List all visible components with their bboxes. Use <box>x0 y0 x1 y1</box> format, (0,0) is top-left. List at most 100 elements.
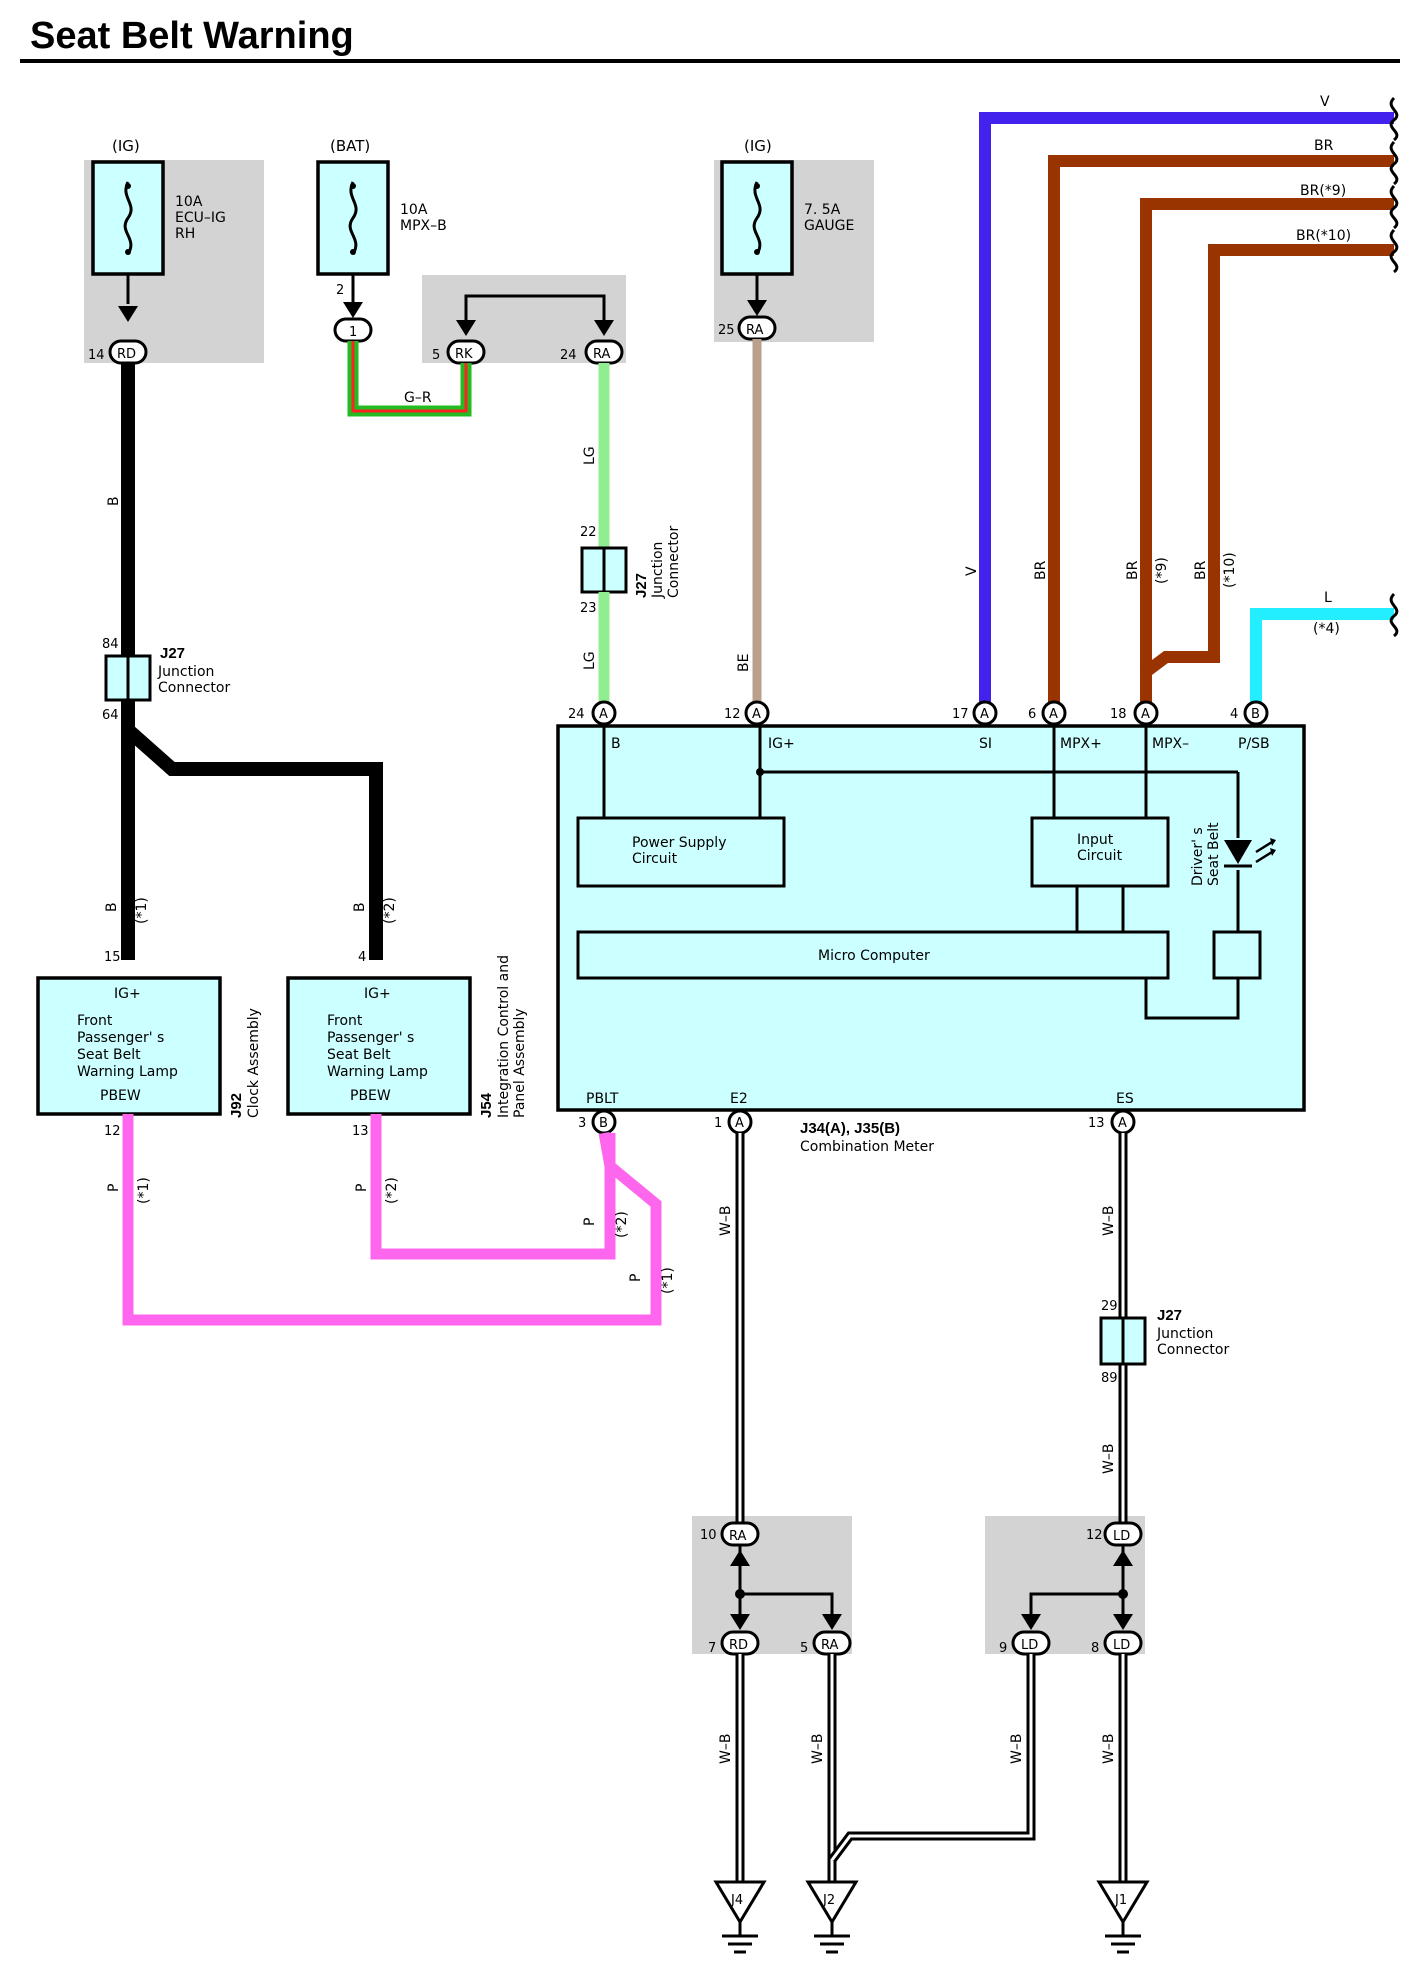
svg-text:B: B <box>599 1116 608 1131</box>
junction-j27-mid-id: J27 <box>633 573 650 598</box>
wire-v <box>979 112 1394 706</box>
lamp-panel-pbew: PBEW <box>350 1088 391 1104</box>
wire-w-b-label-4: W–B <box>718 1734 734 1764</box>
wire-p-label-4: P <box>628 1274 644 1282</box>
wire-br-label: BR <box>1033 560 1049 580</box>
lamp-clock-pbew: PBEW <box>100 1088 141 1104</box>
lamp-clock-name: Clock Assembly <box>246 1008 262 1118</box>
arrow-icon <box>730 1550 750 1566</box>
ground-j4-label: J4 <box>730 1893 743 1908</box>
junction-j27-mid-line1: Junction <box>650 542 666 599</box>
conn-84-label: 84 <box>102 637 119 652</box>
lamp-panel-name2: Panel Assembly <box>512 1008 528 1118</box>
ground-j1-icon <box>1096 1880 1150 1954</box>
conn-29-label: 29 <box>1101 1299 1118 1314</box>
wire-b-to-panel <box>123 724 383 960</box>
svg-text:A: A <box>1049 707 1058 722</box>
input-circuit-label-2: Circuit <box>1077 848 1123 864</box>
wire-break-icons <box>1389 96 1399 638</box>
conn-8-label: 8 <box>1091 1641 1099 1656</box>
conn-22-label: 22 <box>580 525 597 540</box>
lamp-panel-name1: Integration Control and <box>496 955 512 1118</box>
lamp-clock-id: J92 <box>228 1093 245 1118</box>
fuse-gauge-icon <box>752 181 762 255</box>
wire-p-note-4: (*1) <box>660 1267 676 1294</box>
conn-5b-label: 5 <box>800 1641 808 1656</box>
fuse-gauge-supply: (IG) <box>744 137 772 155</box>
micro-computer-label: Micro Computer <box>818 948 930 964</box>
wire-note-9: (*9) <box>1154 557 1170 584</box>
wire-p-note-1: (*1) <box>136 1177 152 1204</box>
wire-br9-label-top: BR(*9) <box>1300 183 1346 199</box>
conn-ra4-label: RA <box>821 1638 839 1653</box>
conn-2-label: 2 <box>336 283 344 298</box>
wire-br10-label: BR <box>1193 560 1209 580</box>
meter-ids: J34(A), J35(B) <box>800 1120 900 1137</box>
wire-w-b-label-3: W–B <box>1101 1444 1117 1474</box>
wire-note-2: (*2) <box>382 897 398 924</box>
conn-ra2-label: RA <box>746 323 764 338</box>
conn-rd-label: RD <box>117 347 136 362</box>
meter-pin-e2: E2 <box>730 1091 748 1107</box>
conn-15-label: 15 <box>104 950 121 965</box>
lamp-panel-line1: Front <box>327 1013 363 1029</box>
wire-br-label-top: BR <box>1314 138 1334 154</box>
driver-label-1: Driver' s <box>1190 827 1206 886</box>
driver-lamp-driver <box>1212 930 1262 980</box>
svg-text:A: A <box>1118 1116 1127 1131</box>
conn-rk-label: RK <box>455 347 473 362</box>
junction-j27-left-line2: Connector <box>158 680 230 696</box>
ground-j2-label: J2 <box>822 1893 835 1908</box>
svg-text:A: A <box>752 707 761 722</box>
wire-w-b-label-1: W–B <box>718 1206 734 1236</box>
svg-text:12: 12 <box>724 707 741 722</box>
lamp-clock-line3: Seat Belt <box>77 1047 141 1063</box>
power-supply-label-2: Circuit <box>632 851 678 867</box>
conn-12b-label: 12 <box>1086 1528 1103 1543</box>
fuse-ecu-ig-name: ECU–IG <box>175 210 226 226</box>
wire-l <box>1250 608 1394 706</box>
fuse-ecu-ig-name2: RH <box>175 226 195 242</box>
wire-w-b-label-6: W–B <box>1009 1734 1025 1764</box>
lamp-clock-line1: Front <box>77 1013 113 1029</box>
fuse-gauge-rating: 7. 5A <box>804 202 841 218</box>
meter-pin-b: B <box>611 736 621 752</box>
wire-p-label-3: P <box>582 1218 598 1226</box>
wire-p-note-3: (*2) <box>614 1211 630 1238</box>
wire-br-9 <box>1140 198 1394 706</box>
junction-j27-right-line2: Connector <box>1157 1342 1229 1358</box>
fuse-ecu-ig-icon <box>123 181 133 255</box>
wire-w-b-group <box>735 1133 1128 1523</box>
wire-w-b-label-7: W–B <box>1101 1734 1117 1764</box>
conn-13-label: 13 <box>352 1124 369 1139</box>
meter-pin-mpx-plus: MPX+ <box>1060 736 1102 752</box>
wire-b-label: B <box>106 496 122 506</box>
junction-j27-left-id: J27 <box>160 645 185 662</box>
wire-p-note-2: (*2) <box>384 1177 400 1204</box>
lamp-panel-line3: Seat Belt <box>327 1047 391 1063</box>
lamp-clock-ig: IG+ <box>114 986 141 1002</box>
wire-b-label-2: B <box>104 902 120 912</box>
svg-text:A: A <box>1141 707 1150 722</box>
lamp-clock-line4: Warning Lamp <box>77 1064 178 1080</box>
svg-text:13: 13 <box>1088 1116 1105 1131</box>
conn-ra-label: RA <box>593 347 611 362</box>
meter-pin-ig: IG+ <box>768 736 795 752</box>
meter-pin-pblt: PBLT <box>586 1091 619 1107</box>
arrow-icon <box>1113 1550 1133 1566</box>
meter-pin-si: SI <box>979 736 992 752</box>
wire-br10-label-top: BR(*10) <box>1296 228 1351 244</box>
wire-p-label-2: P <box>354 1184 370 1192</box>
conn-14-label: 14 <box>88 348 105 363</box>
svg-text:3: 3 <box>578 1116 586 1131</box>
conn-64-label: 64 <box>102 708 119 723</box>
wire-b-label-3: B <box>352 902 368 912</box>
arrow-icon <box>747 300 767 316</box>
power-supply-label-1: Power Supply <box>632 835 727 851</box>
svg-text:24: 24 <box>568 707 585 722</box>
fuse-mpx-b-supply: (BAT) <box>330 137 370 155</box>
svg-text:6: 6 <box>1028 707 1036 722</box>
conn-ld-label: LD <box>1113 1529 1130 1544</box>
wire-p-label-1: P <box>106 1184 122 1192</box>
lamp-panel-line4: Warning Lamp <box>327 1064 428 1080</box>
